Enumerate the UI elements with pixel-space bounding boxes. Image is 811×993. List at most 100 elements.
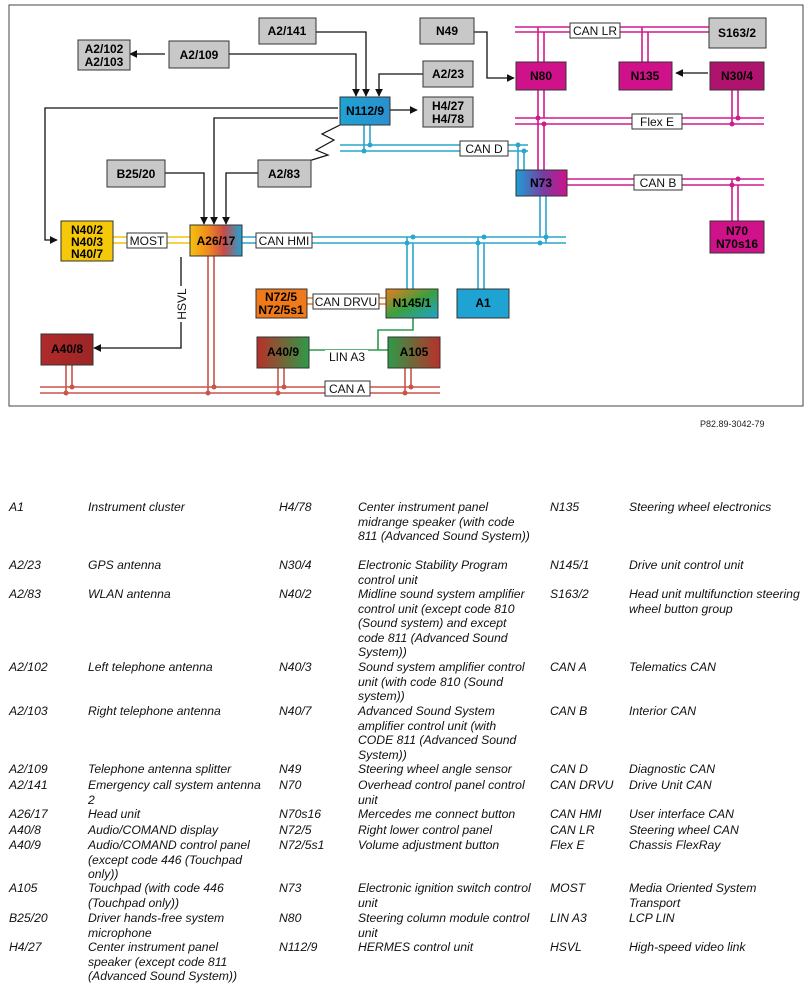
signal-arrows xyxy=(44,31,708,352)
svg-text:A2/23: A2/23 xyxy=(432,67,464,81)
legend-code: N73 xyxy=(279,881,302,895)
network-topology-diagram: A2/141 A2/102 A2/103 A2/109 A2/23 N49 N8… xyxy=(8,4,804,407)
box-n112-9: N112/9 xyxy=(339,96,391,126)
legend-code: N40/2 xyxy=(279,587,312,601)
svg-text:N49: N49 xyxy=(436,24,458,38)
legend-description: Electronic Stability Program control uni… xyxy=(358,558,508,587)
legend-description: High-speed video link xyxy=(629,940,746,954)
svg-text:A40/8: A40/8 xyxy=(51,342,83,356)
legend-description: Volume adjustment button xyxy=(358,838,500,852)
box-h4-27-78: H4/27 H4/78 xyxy=(422,96,474,128)
box-b25-20: B25/20 xyxy=(106,159,166,188)
label-can-d: CAN D xyxy=(459,140,509,157)
legend-code: N70 xyxy=(279,778,302,792)
svg-text:N112/9: N112/9 xyxy=(346,104,384,118)
legend-code: LIN A3 xyxy=(550,911,587,925)
legend-description: WLAN antenna xyxy=(88,587,171,601)
box-n40: N40/2 N40/3 N40/7 xyxy=(60,220,114,262)
legend-code: N70s16 xyxy=(279,807,322,821)
svg-text:LIN A3: LIN A3 xyxy=(329,350,365,364)
svg-text:N40/3: N40/3 xyxy=(71,235,103,249)
legend-description: Left telephone antenna xyxy=(88,660,213,674)
legend-description: Diagnostic CAN xyxy=(629,762,716,776)
legend-description: Chassis FlexRay xyxy=(629,838,721,852)
legend-code: A40/9 xyxy=(9,838,41,852)
box-n135: N135 xyxy=(618,61,673,91)
legend-code: S163/2 xyxy=(550,587,589,601)
label-can-lr: CAN LR xyxy=(569,22,621,39)
svg-text:H4/27: H4/27 xyxy=(432,99,464,113)
svg-text:HSVL: HSVL xyxy=(175,288,189,320)
label-hsvl: HSVL xyxy=(175,286,189,322)
svg-text:A26/17: A26/17 xyxy=(197,234,236,248)
svg-text:N40/2: N40/2 xyxy=(71,223,103,237)
legend-description: Steering wheel angle sensor xyxy=(358,762,512,776)
svg-text:N73: N73 xyxy=(530,176,552,190)
box-n80: N80 xyxy=(515,61,567,91)
svg-text:H4/78: H4/78 xyxy=(432,112,464,126)
box-a1: A1 xyxy=(456,288,510,319)
legend-code: A2/83 xyxy=(9,587,41,601)
legend-description: Advanced Sound System amplifier control … xyxy=(358,704,517,762)
legend-code: N80 xyxy=(279,911,302,925)
svg-text:A2/83: A2/83 xyxy=(268,167,300,181)
figure-reference: P82.89-3042-79 xyxy=(700,419,765,429)
svg-text:N70: N70 xyxy=(726,224,748,238)
legend-code: HSVL xyxy=(550,940,582,954)
can-a-bus xyxy=(40,256,440,394)
svg-text:N135: N135 xyxy=(631,69,660,83)
legend-description: Right lower control panel xyxy=(358,823,493,837)
box-a2-102-103: A2/102 A2/103 xyxy=(77,39,131,71)
legend-description: Sound system amplifier control unit (wit… xyxy=(358,660,525,704)
legend-description: Audio/COMAND control panel (except code … xyxy=(88,838,250,882)
box-a2-109: A2/109 xyxy=(168,40,230,69)
legend-description: Center instrument panel speaker (except … xyxy=(88,940,238,984)
legend-code: Flex E xyxy=(550,838,585,852)
legend-description: Right telephone antenna xyxy=(88,704,221,718)
box-n72-5: N72/5 N72/5s1 xyxy=(255,288,308,319)
svg-text:CAN B: CAN B xyxy=(640,176,677,190)
legend-code: CAN HMI xyxy=(550,807,602,821)
legend-description: Steering wheel electronics xyxy=(629,500,772,514)
box-n73: N73 xyxy=(515,169,568,197)
svg-text:CAN A: CAN A xyxy=(329,382,365,396)
legend-description: Driver hands-free system microphone xyxy=(88,911,225,940)
svg-text:A105: A105 xyxy=(400,345,429,359)
svg-text:A40/9: A40/9 xyxy=(267,345,299,359)
svg-text:A2/109: A2/109 xyxy=(180,48,219,62)
svg-text:Flex E: Flex E xyxy=(640,115,674,129)
svg-text:N80: N80 xyxy=(530,69,552,83)
legend-code: CAN DRVU xyxy=(550,778,614,792)
svg-text:CAN D: CAN D xyxy=(465,142,503,156)
legend-description: Center instrument panel midrange speaker… xyxy=(358,500,530,544)
wireless-link-icon xyxy=(285,124,341,169)
svg-text:N72/5s1: N72/5s1 xyxy=(258,303,304,317)
legend-description: Head unit multifunction steering wheel b… xyxy=(629,587,800,616)
legend-code: H4/27 xyxy=(9,940,42,954)
legend-code: B25/20 xyxy=(9,911,48,925)
box-a105: A105 xyxy=(387,336,441,369)
svg-text:CAN LR: CAN LR xyxy=(573,24,617,38)
svg-text:N145/1: N145/1 xyxy=(393,296,432,310)
legend-code: CAN D xyxy=(550,762,588,776)
box-a40-8: A40/8 xyxy=(40,333,94,366)
legend-code: N145/1 xyxy=(550,558,590,572)
box-a26-17: A26/17 xyxy=(189,224,243,257)
legend-description: Steering column module control unit xyxy=(358,911,530,940)
legend-description: GPS antenna xyxy=(88,558,162,572)
svg-text:CAN HMI: CAN HMI xyxy=(259,234,310,248)
box-a2-23: A2/23 xyxy=(422,60,474,88)
box-n145-1: N145/1 xyxy=(385,288,439,319)
can-hmi-junctions xyxy=(404,234,549,246)
svg-text:A2/102: A2/102 xyxy=(85,42,124,56)
legend-code: N135 xyxy=(550,500,580,514)
svg-text:N72/5: N72/5 xyxy=(265,290,297,304)
box-a2-141: A2/141 xyxy=(258,17,317,45)
box-s163-2: S163/2 xyxy=(708,17,767,49)
legend-description: Electronic ignition switch control unit xyxy=(358,881,531,910)
legend-description: Mercedes me connect button xyxy=(358,807,516,821)
legend-description: Audio/COMAND display xyxy=(88,823,219,837)
legend-code: A2/103 xyxy=(9,704,48,718)
legend-description: Steering wheel CAN xyxy=(629,823,739,837)
